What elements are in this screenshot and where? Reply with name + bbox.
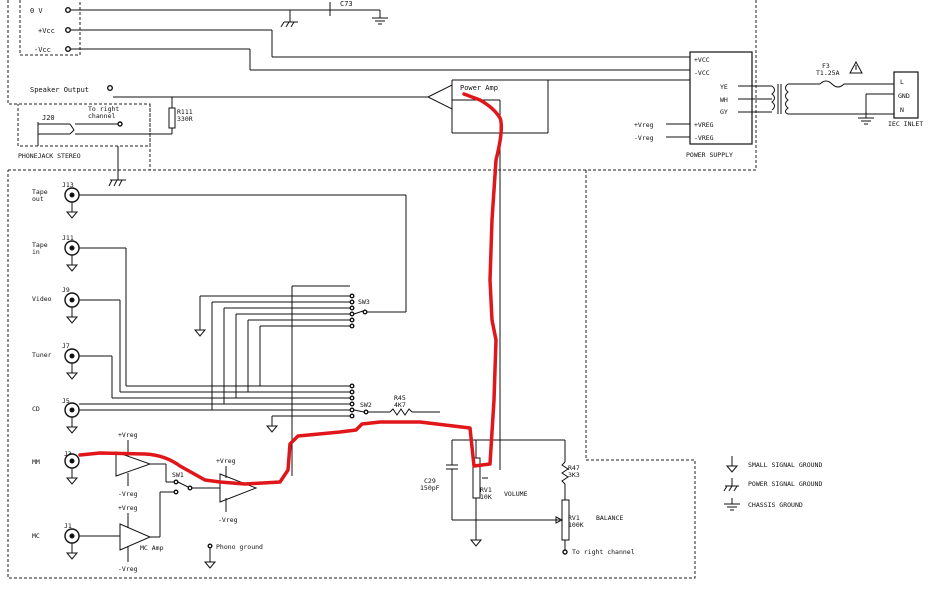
svg-text:+Vreg: +Vreg — [118, 504, 138, 512]
svg-text:-VREG: -VREG — [694, 134, 714, 142]
svg-text:J7: J7 — [62, 342, 70, 350]
svg-text:J20: J20 — [42, 114, 55, 122]
svg-text:MC Amp: MC Amp — [140, 544, 164, 552]
svg-text:J11: J11 — [62, 234, 74, 242]
svg-text:+VREG: +VREG — [694, 121, 714, 129]
transformer-symbol — [771, 83, 789, 115]
svg-text:-Vreg: -Vreg — [118, 490, 138, 498]
svg-text:GND: GND — [898, 92, 910, 100]
svg-text:J9: J9 — [62, 286, 70, 294]
svg-text:-Vreg: -Vreg — [218, 516, 238, 524]
svg-text:N: N — [900, 106, 904, 114]
svg-text:+Vreg: +Vreg — [634, 121, 654, 129]
svg-text:-Vreg: -Vreg — [118, 565, 138, 573]
svg-text:-Vcc: -Vcc — [34, 46, 51, 54]
svg-text:VOLUME: VOLUME — [504, 490, 528, 498]
svg-text:J13: J13 — [62, 181, 74, 189]
svg-text:WH: WH — [720, 96, 728, 104]
phono-preamps: +Vreg -Vreg SW1 +Vreg MC Amp -Vreg +Vreg… — [115, 431, 263, 573]
svg-text:To right channel: To right channel — [572, 548, 635, 556]
line-amp-symbol — [219, 473, 258, 503]
svg-text:Speaker Output: Speaker Output — [30, 86, 89, 94]
warning-icon — [849, 60, 863, 74]
svg-text:J1: J1 — [64, 522, 72, 530]
svg-text:POWER SUPPLY: POWER SUPPLY — [686, 151, 733, 159]
svg-text:SW1: SW1 — [172, 471, 184, 479]
highlighted-signal-path — [78, 92, 504, 486]
svg-text:PHONEJACK STEREO: PHONEJACK STEREO — [18, 152, 81, 160]
svg-text:SMALL SIGNAL GROUND: SMALL SIGNAL GROUND — [748, 461, 822, 469]
svg-text:Video: Video — [32, 295, 52, 303]
ground-legend: SMALL SIGNAL GROUND POWER SIGNAL GROUND … — [723, 456, 822, 511]
top-dashed-boundary — [7, 0, 757, 579]
svg-text:L: L — [900, 78, 904, 86]
mm-preamp-symbol — [115, 451, 152, 477]
svg-text:Power Amp: Power Amp — [460, 84, 498, 92]
svg-text:MM: MM — [32, 458, 40, 466]
svg-text:+Vreg: +Vreg — [118, 431, 138, 439]
svg-text:J5: J5 — [62, 397, 70, 405]
svg-text:POWER SIGNAL GROUND: POWER SIGNAL GROUND — [748, 480, 822, 488]
power-amp-symbol — [426, 84, 453, 110]
svg-text:GY: GY — [720, 108, 728, 116]
svg-text:J3: J3 — [64, 450, 72, 458]
svg-text:YE: YE — [720, 83, 728, 91]
svg-text:CD: CD — [32, 405, 40, 413]
svg-text:-Vreg: -Vreg — [634, 134, 654, 142]
svg-text:SW2: SW2 — [360, 401, 372, 409]
power-supply-block: +VCC -VCC YE WH GY +VREG -VREG POWER SUP… — [634, 51, 895, 159]
svg-text:+Vreg: +Vreg — [216, 457, 236, 465]
selector-switch-sw3: SW3 — [193, 285, 370, 476]
svg-text:-VCC: -VCC — [694, 69, 710, 77]
svg-text:0 V: 0 V — [30, 7, 43, 15]
svg-text:CHASSIS GROUND: CHASSIS GROUND — [748, 501, 803, 509]
svg-text:SW3: SW3 — [358, 298, 370, 306]
svg-text:IEC INLET: IEC INLET — [888, 120, 923, 128]
svg-text:MC: MC — [32, 532, 40, 540]
svg-text:+Vcc: +Vcc — [38, 27, 55, 35]
svg-text:Tuner: Tuner — [32, 351, 52, 359]
mc-amp-symbol — [119, 523, 152, 551]
svg-text:+VCC: +VCC — [694, 56, 710, 64]
power-rails: 0 V +Vcc -Vcc C73 — [30, 0, 690, 71]
svg-text:Phono ground: Phono ground — [216, 543, 263, 551]
svg-text:C73: C73 — [340, 0, 353, 8]
svg-text:BALANCE: BALANCE — [596, 514, 623, 522]
